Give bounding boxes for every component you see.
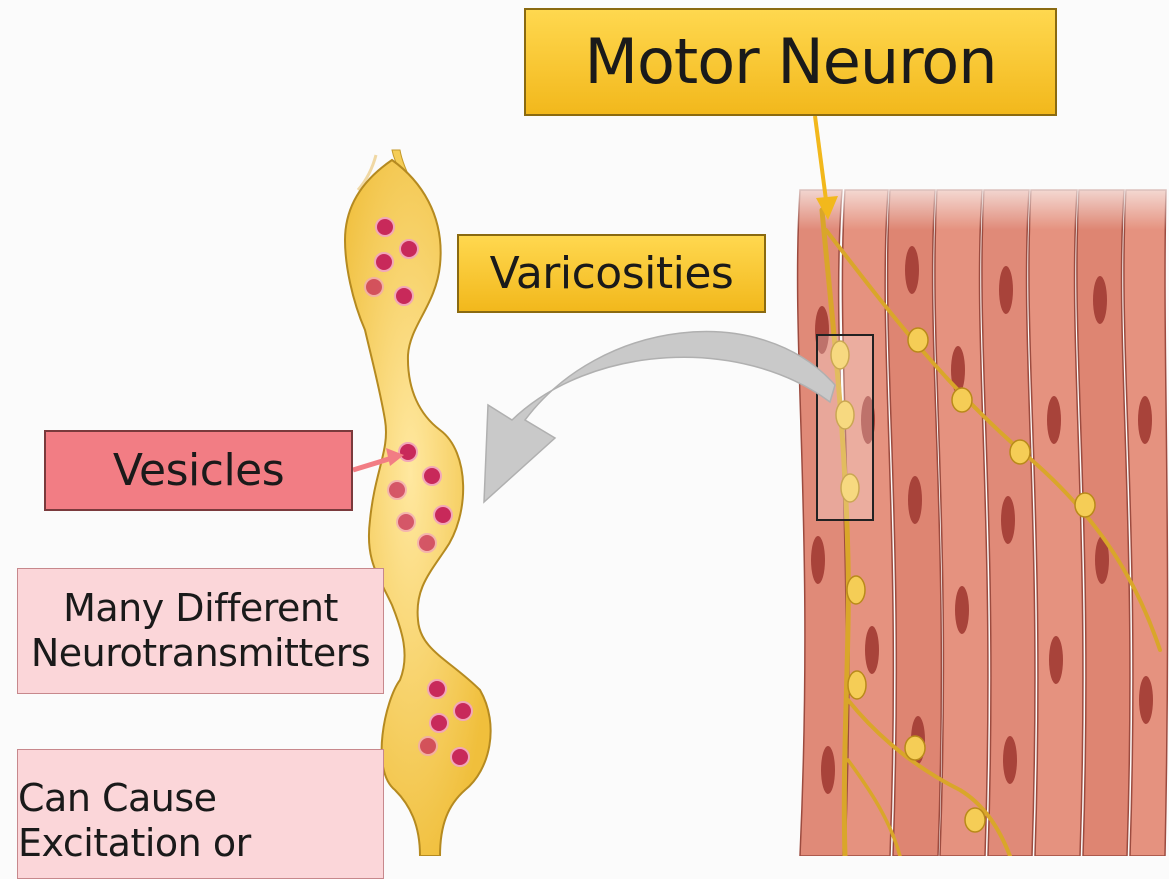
muscle-fiber — [935, 190, 988, 856]
varicosities-label-text: Varicosities — [490, 248, 734, 300]
many-neurotransmitters-box: Many Different Neurotransmitters — [17, 568, 384, 694]
can-cause-box: Can Cause Excitation or — [17, 749, 384, 879]
many-neurotransmitters-line-1: Many Different — [63, 586, 338, 631]
many-neurotransmitters-line-2: Neurotransmitters — [31, 631, 370, 676]
zoom-selection-box — [817, 335, 873, 520]
motor-neuron-label-text: Motor Neuron — [584, 25, 996, 98]
vesicles-label: Vesicles — [44, 430, 353, 511]
varicosities-label: Varicosities — [457, 234, 766, 313]
zoom-arrow — [484, 332, 835, 502]
muscle-fiber — [1124, 190, 1168, 856]
vesicles-label-text: Vesicles — [113, 445, 284, 497]
neuron-diagram — [0, 0, 1169, 856]
muscle-fiber — [842, 190, 893, 856]
muscle-fiber — [1029, 190, 1083, 856]
can-cause-line-1: Can Cause — [18, 776, 217, 821]
can-cause-line-2: Excitation or — [18, 821, 251, 866]
motor-neuron-label: Motor Neuron — [524, 8, 1057, 116]
muscle-fiber — [798, 190, 847, 856]
